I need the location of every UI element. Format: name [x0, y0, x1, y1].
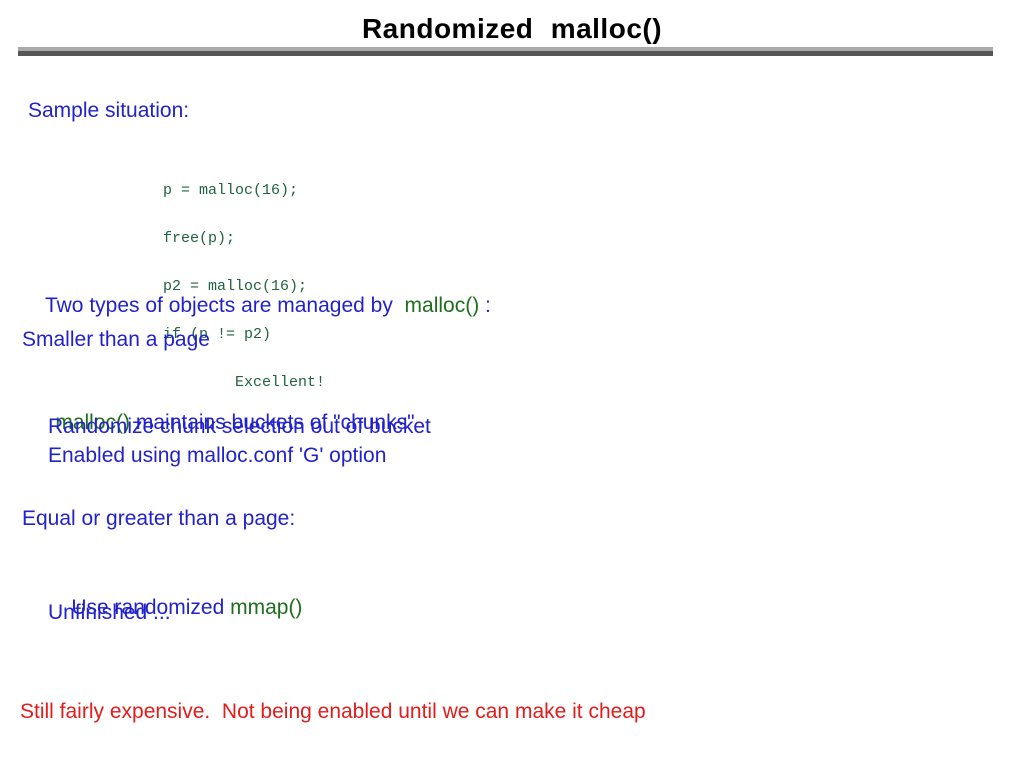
title-underline-light-band	[18, 47, 993, 51]
code-line: if (p != p2)	[163, 326, 272, 343]
two-types-text: Two types of objects are managed by	[44, 294, 405, 317]
use-randomized-text: Use randomized	[71, 596, 231, 619]
code-line: p = malloc(16);	[163, 182, 299, 199]
two-types-colon: :	[479, 294, 491, 317]
equal-greater-line: Equal or greater than a page:	[22, 507, 296, 530]
enabled-option-line: Enabled using malloc.conf 'G' option	[48, 444, 387, 467]
code-line: Excellent!	[163, 374, 326, 391]
slide-title: Randomized malloc()	[361, 13, 663, 44]
mmap-fn-token: mmap()	[230, 596, 303, 619]
buckets-text: maintains buckets of "chunks"	[130, 411, 415, 434]
code-line: p2 = malloc(16);	[163, 278, 308, 295]
title-underline-dark-band	[18, 51, 993, 56]
title-underline	[18, 47, 993, 56]
code-sample: p = malloc(16); free(p); p2 = malloc(16)…	[163, 151, 325, 423]
smaller-than-page-line: Smaller than a page	[22, 328, 210, 351]
sample-situation-label: Sample situation:	[28, 99, 190, 122]
use-randomized-mmap-line: Use randomized mmap()	[48, 570, 302, 645]
malloc-buckets-line: malloc() maintains buckets of "chunks"	[32, 385, 415, 460]
malloc-fn-token: malloc()	[55, 411, 131, 434]
malloc-fn-token: malloc()	[404, 294, 480, 317]
unfinished-line: Unfinished ...	[48, 601, 171, 624]
footer-note: Still fairly expensive. Not being enable…	[20, 700, 646, 723]
code-line: free(p);	[163, 230, 236, 247]
randomize-chunk-line: Randomize chunk selection out of bucket	[48, 415, 431, 438]
two-types-line: Two types of objects are managed by mall…	[22, 268, 491, 343]
